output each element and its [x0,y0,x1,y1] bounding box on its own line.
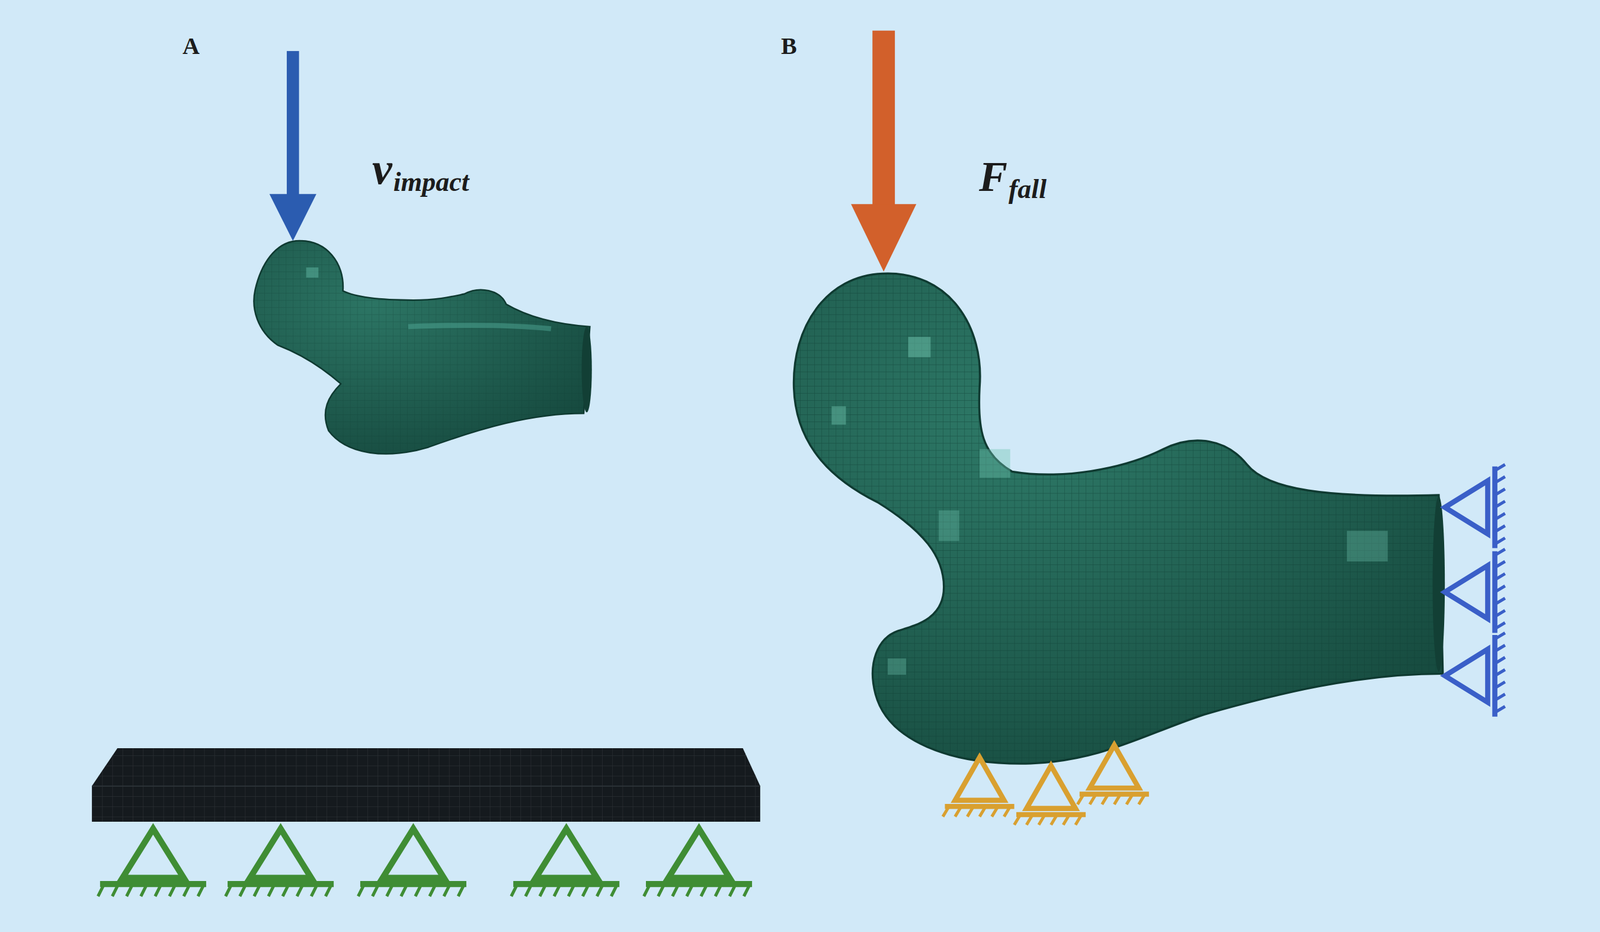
femur-model-b [794,273,1446,764]
symbol-label: F [978,155,1008,198]
force-arrow [850,30,917,272]
impact-plate [91,747,761,822]
ground-supports [97,828,752,896]
trochanter-supports [942,744,1150,825]
symbol-subscript: fall [1008,175,1047,203]
panel-letter: A [182,34,200,59]
symbol-subscript: impact [393,168,470,196]
femur-model-a [254,240,592,454]
shaft-supports [1444,464,1506,716]
symbol-label: v [372,145,393,191]
velocity-arrow [269,50,317,241]
panel-letter: B [781,34,798,59]
